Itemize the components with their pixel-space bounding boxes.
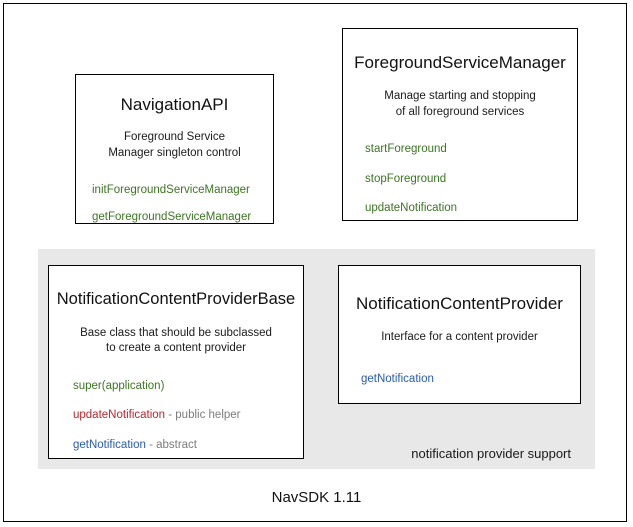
class-box-notification-content-provider-base[interactable]: NotificationContentProviderBase Base cla…	[48, 265, 304, 459]
class-box-foreground-service-manager[interactable]: ForegroundServiceManager Manage starting…	[342, 28, 578, 221]
class-member[interactable]: super(application)	[73, 379, 297, 395]
member-note: - abstract	[145, 438, 198, 451]
class-description-line: Foreground Service	[124, 131, 225, 144]
class-description-line: to create a content provider	[106, 342, 246, 355]
member-name: stopForeground	[365, 172, 447, 185]
member-list-notification-content-provider: getNotification	[345, 372, 574, 388]
class-description-line: Interface for a content provider	[381, 331, 538, 344]
class-title-navigation-api: NavigationAPI	[120, 95, 229, 114]
class-description-line: of all foreground services	[395, 105, 525, 118]
class-box-navigation-api[interactable]: NavigationAPI Foreground Service Manager…	[75, 74, 274, 224]
class-box-notification-content-provider[interactable]: NotificationContentProvider Interface fo…	[338, 265, 581, 404]
member-name: updateNotification	[73, 409, 166, 422]
class-member[interactable]: getNotification	[361, 372, 574, 388]
member-list-foreground-service-manager: startForeground stopForeground updateNot…	[351, 142, 569, 217]
member-list-navigation-api: initForegroundServiceManager getForegrou…	[84, 183, 265, 225]
member-name: getNotification	[73, 438, 146, 451]
class-description-line: Manage starting and stopping	[384, 90, 536, 103]
member-name: startForeground	[365, 143, 447, 156]
class-member[interactable]: getForegroundServiceManager	[92, 210, 265, 226]
member-name: super(application)	[73, 379, 165, 392]
group-label: notification provider support	[411, 446, 571, 461]
member-name: getForegroundServiceManager	[92, 210, 252, 223]
member-list-notification-content-provider-base: super(application) updateNotification - …	[55, 379, 297, 454]
class-description-notification-content-provider: Interface for a content provider	[345, 330, 574, 346]
member-name: getNotification	[361, 372, 434, 385]
class-title-notification-content-provider: NotificationContentProvider	[356, 294, 563, 313]
class-description-foreground-service-manager: Manage starting and stopping of all fore…	[351, 89, 569, 120]
class-title-notification-content-provider-base: NotificationContentProviderBase	[56, 290, 296, 308]
class-member[interactable]: initForegroundServiceManager	[92, 183, 265, 199]
class-member[interactable]: updateNotification	[365, 201, 569, 217]
class-description-navigation-api: Foreground Service Manager singleton con…	[84, 130, 265, 161]
diagram-outer-frame	[3, 3, 627, 522]
class-description-notification-content-provider-base: Base class that should be subclassed to …	[55, 326, 297, 357]
class-member[interactable]: updateNotification - public helper	[73, 408, 297, 424]
class-member[interactable]: stopForeground	[365, 172, 569, 188]
class-description-line: Manager singleton control	[108, 146, 241, 159]
class-title-foreground-service-manager: ForegroundServiceManager	[354, 53, 566, 72]
diagram-caption: NavSDK 1.11	[271, 489, 362, 506]
class-member[interactable]: getNotification - abstract	[73, 438, 297, 454]
member-name: updateNotification	[365, 202, 458, 215]
class-member[interactable]: startForeground	[365, 142, 569, 158]
member-name: initForegroundServiceManager	[92, 184, 250, 197]
class-description-line: Base class that should be subclassed	[80, 326, 272, 339]
member-note: - public helper	[165, 409, 241, 422]
